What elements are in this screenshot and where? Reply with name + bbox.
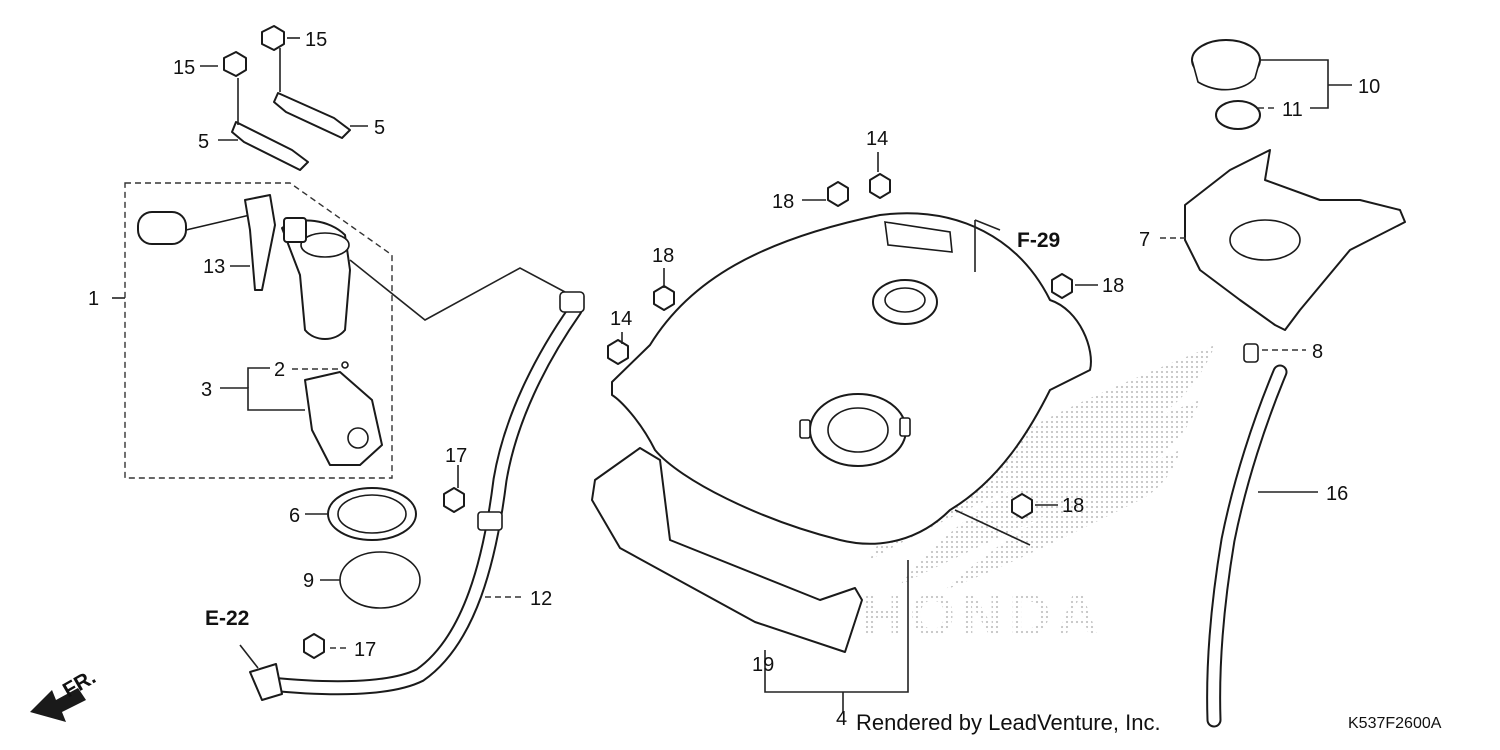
fuel-pump-assembly-box xyxy=(112,182,393,479)
callout-19: 19 xyxy=(752,654,774,676)
breather-tube xyxy=(1206,343,1288,728)
credit-text: Rendered by LeadVenture, Inc. xyxy=(856,710,1161,735)
callout-18-pump: 18 xyxy=(652,245,674,267)
callout-15-top: 15 xyxy=(305,29,327,51)
callout-14-left: 14 xyxy=(610,308,632,330)
reference-label-top: F-29 xyxy=(1017,229,1060,252)
fuel-hose xyxy=(249,291,585,701)
reference-label-left: E-22 xyxy=(205,607,249,630)
callout-12: 12 xyxy=(530,588,552,610)
fuel-tank xyxy=(611,212,1092,545)
callout-18-tank-bottom: 18 xyxy=(1062,495,1084,517)
callout-11: 11 xyxy=(1282,99,1303,121)
fuel-gauge-sender xyxy=(137,194,276,291)
callout-13: 13 xyxy=(203,256,225,278)
callout-2: 2 xyxy=(274,359,285,381)
tank-under-tray xyxy=(591,447,863,653)
filler-neck-assembly xyxy=(1184,39,1406,331)
callout-18-tank-left: 18 xyxy=(772,191,794,213)
callout-1: 1 xyxy=(88,288,99,310)
callout-6: 6 xyxy=(289,505,300,527)
front-direction-arrow: FR. xyxy=(30,665,100,722)
leader-lines xyxy=(200,37,1352,712)
callout-17-top: 17 xyxy=(445,445,467,467)
callout-10: 10 xyxy=(1358,76,1380,98)
bolts xyxy=(303,173,1073,659)
callout-15-left: 15 xyxy=(173,57,195,79)
callout-7: 7 xyxy=(1139,229,1150,251)
callout-16: 16 xyxy=(1326,483,1348,505)
callout-9: 9 xyxy=(303,570,314,592)
callout-8: 8 xyxy=(1312,341,1323,363)
callout-5-right: 5 xyxy=(374,117,385,139)
callout-18-tank-right: 18 xyxy=(1102,275,1124,297)
pump-set-plate xyxy=(304,361,383,466)
callout-5-left: 5 xyxy=(198,131,209,153)
callout-17-bottom: 17 xyxy=(354,639,376,661)
drawing-code: K537F2600A xyxy=(1348,715,1442,732)
callout-4: 4 xyxy=(836,708,847,730)
callout-14-top: 14 xyxy=(866,128,888,150)
callout-numbers: 1 2 3 4 5 5 6 7 8 9 10 11 12 13 14 14 15… xyxy=(88,29,1380,730)
honda-watermark-text: HONDA xyxy=(862,583,1105,648)
callout-3: 3 xyxy=(201,379,212,401)
gaskets xyxy=(327,487,421,609)
fuel-pump xyxy=(281,217,566,340)
setting-plates xyxy=(223,25,351,171)
